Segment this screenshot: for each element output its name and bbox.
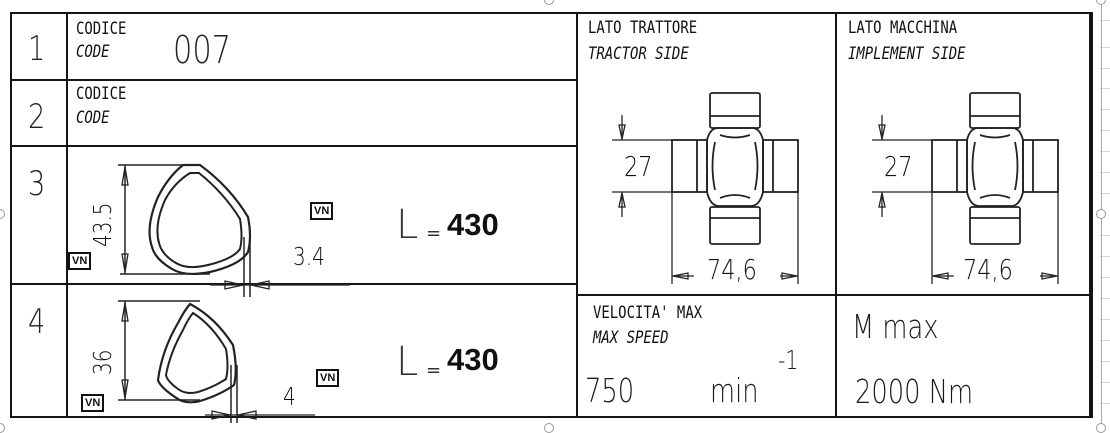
code-label-en-2: CODE bbox=[76, 108, 110, 128]
row3-divider bbox=[10, 283, 577, 285]
length-value-4: 430 bbox=[447, 342, 499, 377]
max-speed-unit-exponent: -1 bbox=[778, 346, 799, 376]
wall-thickness-3: 3.4 bbox=[293, 242, 325, 271]
row-index-1: 1 bbox=[28, 29, 46, 69]
implement-side-diameter: 27 bbox=[884, 150, 913, 183]
vn-tag-4a: VN bbox=[316, 369, 340, 387]
profile-height-4: 36 bbox=[88, 349, 117, 375]
tractor-side-label-en: TRACTOR SIDE bbox=[588, 44, 689, 64]
resize-handle-bottom-right[interactable] bbox=[1096, 423, 1106, 433]
right-panel-divider bbox=[835, 12, 837, 418]
resize-handle-right[interactable] bbox=[1096, 209, 1106, 219]
wall-thickness-4: 4 bbox=[283, 382, 296, 411]
max-speed-unit: min bbox=[710, 371, 759, 410]
max-torque-label: M max bbox=[852, 307, 939, 346]
row-index-2: 2 bbox=[28, 97, 46, 137]
frame-right bbox=[1089, 12, 1093, 418]
length-symbol-3: L bbox=[396, 202, 419, 248]
tractor-side-diameter: 27 bbox=[624, 150, 653, 183]
implement-side-cross-journal bbox=[872, 92, 1059, 284]
row2-divider bbox=[10, 145, 577, 147]
implement-side-label-it: LATO MACCHINA bbox=[848, 18, 958, 38]
length-value-3: 430 bbox=[447, 207, 499, 242]
max-speed-value: 750 bbox=[585, 371, 635, 410]
tractor-side-width: 74,6 bbox=[707, 253, 757, 286]
resize-handle-top[interactable] bbox=[544, 0, 554, 5]
row1-divider bbox=[10, 79, 577, 81]
code-label-it-1: CODICE bbox=[76, 19, 127, 39]
resize-handle-bottom[interactable] bbox=[544, 423, 554, 433]
length-eq-3: = bbox=[426, 223, 442, 244]
code-label-it-2: CODICE bbox=[76, 84, 127, 104]
code-label-en-1: CODE bbox=[76, 42, 110, 62]
tractor-side-cross-journal bbox=[612, 92, 799, 284]
spreadsheet-gridlines bbox=[1100, 0, 1110, 428]
resize-handle-left[interactable] bbox=[0, 209, 5, 219]
implement-side-label-en: IMPLEMENT SIDE bbox=[848, 44, 966, 64]
vn-tag-4b: VN bbox=[81, 394, 105, 412]
technical-drawing[interactable]: 1 CODICE CODE 007 2 CODICE CODE 3 43.5 3… bbox=[10, 12, 1093, 423]
resize-handle-bottom-left[interactable] bbox=[0, 423, 5, 433]
spec-divider bbox=[576, 294, 1091, 296]
row-index-3: 3 bbox=[28, 164, 46, 204]
profile-tube-3-drawing bbox=[118, 163, 350, 297]
implement-side-width: 74,6 bbox=[963, 253, 1013, 286]
max-speed-label-en: MAX SPEED bbox=[593, 328, 669, 348]
index-column-divider bbox=[66, 12, 68, 418]
max-torque-value: 2000 Nm bbox=[855, 372, 974, 411]
vn-tag-3b: VN bbox=[68, 252, 92, 270]
code-value-1: 007 bbox=[173, 28, 232, 72]
profile-tube-4-drawing bbox=[118, 300, 315, 423]
max-speed-label-it: VELOCITA' MAX bbox=[593, 303, 703, 323]
length-eq-4: = bbox=[426, 360, 442, 381]
frame-top bbox=[10, 12, 1093, 14]
row-index-4: 4 bbox=[28, 302, 46, 342]
length-symbol-4: L bbox=[396, 339, 419, 385]
vn-tag-3a: VN bbox=[310, 202, 334, 220]
frame-bottom bbox=[10, 416, 1093, 418]
tractor-side-label-it: LATO TRATTORE bbox=[588, 18, 698, 38]
left-panel-divider bbox=[576, 12, 578, 418]
profile-height-3: 43.5 bbox=[88, 202, 117, 247]
frame-left bbox=[10, 12, 12, 418]
